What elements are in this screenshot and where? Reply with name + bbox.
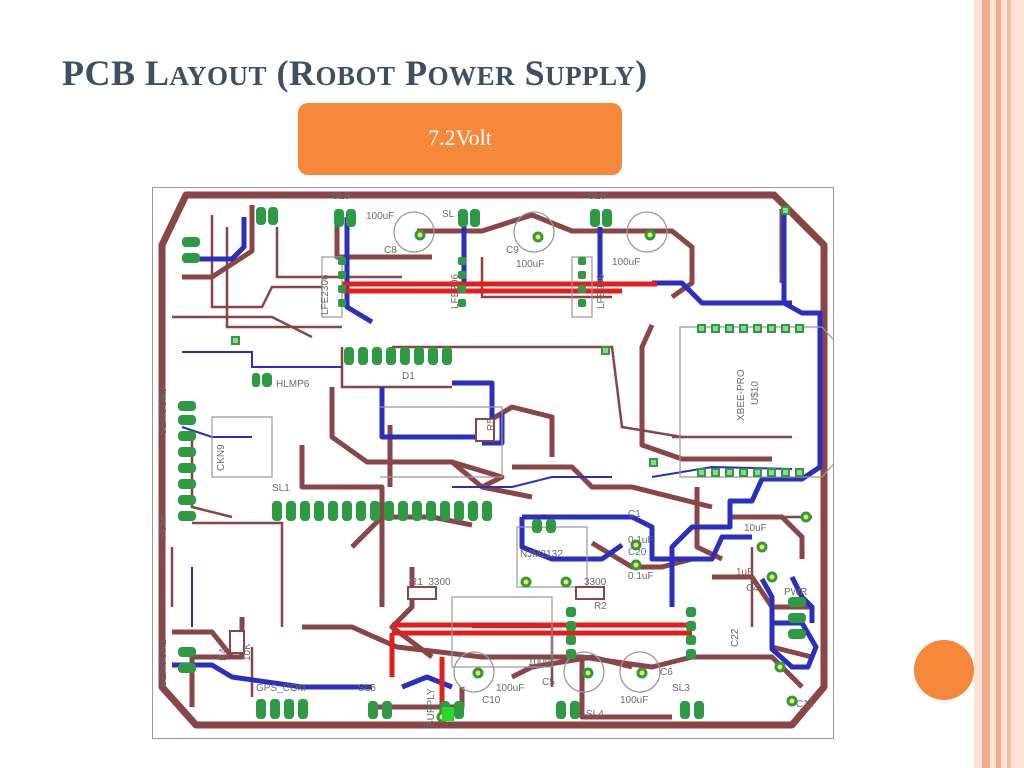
label-c1: C1 xyxy=(628,509,641,520)
label-c9-value: 100uF xyxy=(516,259,544,270)
label-u10: U$10 xyxy=(750,381,761,405)
decorative-orange-circle xyxy=(914,640,974,700)
resistor-r2 xyxy=(575,586,605,600)
slide-title: PCB LAYOUT (ROBOT POWER SUPPLY) xyxy=(62,53,648,93)
voltage-callout: 7.2Volt xyxy=(298,103,622,175)
label-pwr: PWR xyxy=(784,587,807,598)
label-r2-value: 3300 xyxy=(584,577,607,588)
label-c11: C11 xyxy=(796,699,814,710)
label-supply: SUPPLY xyxy=(426,688,437,727)
label-c22: C22 xyxy=(730,628,741,647)
label-r5: R5 xyxy=(486,418,497,431)
label-ckn: CKN9 xyxy=(216,444,227,471)
label-cap-100uf-right: 100uF xyxy=(612,257,640,268)
voltage-label: 7.2Volt xyxy=(428,125,492,150)
label-sl3: SL3 xyxy=(672,683,690,694)
label-c8: C8 xyxy=(384,245,397,256)
label-r4-value: 10K xyxy=(242,643,253,661)
board-outline-trace xyxy=(158,191,828,729)
label-cap-100uf-br: 100uF xyxy=(620,695,648,706)
label-sl1-top: SL xyxy=(442,209,455,220)
label-hlmp6: HLMP6 xyxy=(276,379,310,390)
pad-array xyxy=(178,207,806,719)
label-cap-10uf: 10uF xyxy=(744,523,767,534)
label-gps-com: GPS_COM xyxy=(256,683,306,694)
label-xbee-pro: XBEE-PRO xyxy=(736,369,747,421)
label-sensor3: SENSOR3 xyxy=(158,387,169,435)
label-c6: C6 xyxy=(660,667,673,678)
resistor-r4 xyxy=(229,630,245,654)
label-lfe206-mid: LFE206 xyxy=(450,274,461,309)
stripe xyxy=(982,0,990,768)
resistor-r1 xyxy=(407,586,437,600)
via-holes xyxy=(414,229,812,723)
label-njm2132: NJM2132 xyxy=(520,549,563,560)
blue-traces xyxy=(172,211,823,690)
label-c10-value: 100uF xyxy=(496,683,524,694)
label-c20: C20 xyxy=(628,547,647,558)
decorative-right-stripes xyxy=(974,0,1024,768)
stripe xyxy=(1007,0,1011,768)
label-d1: D1 xyxy=(402,371,415,382)
label-lfe206-right: LFE206 xyxy=(596,274,607,309)
label-c10: C10 xyxy=(482,695,501,706)
xbee-module-outline xyxy=(211,256,834,668)
label-sl11: SL1 xyxy=(272,483,290,494)
capacitor-outlines xyxy=(393,211,668,693)
supply-indicator xyxy=(442,707,454,721)
label-c4: C4 xyxy=(746,583,759,594)
label-r4: R4 xyxy=(218,648,229,661)
pcb-layout-diagram: SL8 SL6 SL 100uF C8 100uF C9 100uF D1 HL… xyxy=(152,187,834,739)
pcb-frame xyxy=(152,187,834,739)
label-r2: R2 xyxy=(594,601,607,612)
label-c1-value: 0.1uF xyxy=(628,535,654,546)
label-sl4: SL4 xyxy=(586,709,604,720)
label-pcm: PCM xyxy=(158,517,169,539)
label-lfe2306: LFE2306 xyxy=(320,274,331,315)
label-r1: R1_3300 xyxy=(410,577,451,588)
label-sl5: SL5 xyxy=(358,683,376,694)
label-cap-100uf-bottom: 100uF xyxy=(528,657,556,668)
label-cap-100uf-top: 100uF xyxy=(366,211,394,222)
stripe xyxy=(996,0,1001,768)
xbee-pins xyxy=(231,206,804,477)
label-sl8: SL8 xyxy=(332,191,350,202)
label-sensor1: SENSOR1 xyxy=(158,639,169,687)
component-labels: SL8 SL6 SL 100uF C8 100uF C9 100uF D1 HL… xyxy=(158,191,814,727)
label-1uf: 1uF xyxy=(736,567,753,578)
label-sl6: SL6 xyxy=(588,191,606,202)
label-c5: C5 xyxy=(542,677,555,688)
label-c9: C9 xyxy=(506,245,519,256)
resistor-r5 xyxy=(475,418,495,442)
label-c20-value: 0.1uF xyxy=(628,571,654,582)
